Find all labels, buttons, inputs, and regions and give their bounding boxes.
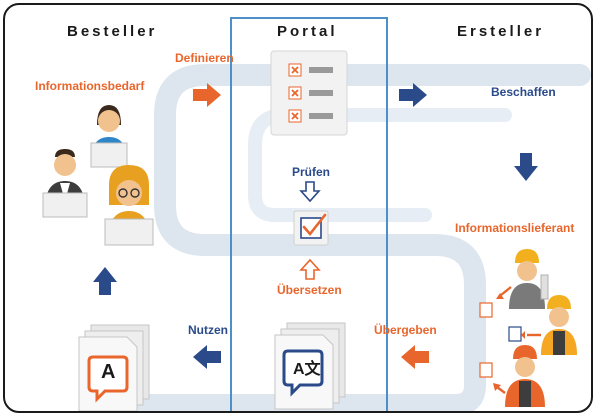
label-uebergeben: Übergeben	[374, 323, 437, 337]
label-uebersetzen: Übersetzen	[277, 283, 342, 297]
worker-female-icon	[541, 295, 577, 355]
arrow-nutzen-icon	[193, 345, 221, 369]
person-woman-laptop-icon	[90, 105, 128, 168]
person-man-laptop-icon	[42, 149, 88, 218]
arrow-down-ersteller-icon	[514, 153, 538, 181]
documents-layer	[78, 322, 346, 411]
arrow-beschaffen-icon	[399, 83, 427, 107]
small-doc-icon-1	[479, 286, 512, 318]
label-pruefen: Prüfen	[292, 165, 331, 179]
label-beschaffen: Beschaffen	[491, 85, 556, 99]
ersteller-workers-icon	[479, 249, 577, 407]
document-stack-a-icon	[78, 324, 150, 411]
arrow-uebergeben-icon	[401, 345, 429, 369]
arrow-up-besteller-icon	[93, 267, 117, 295]
arrow-pruefen-outline-icon	[299, 181, 321, 203]
label-nutzen: Nutzen	[188, 323, 228, 337]
label-informationslieferant: Informationslieferant	[455, 221, 575, 235]
arrow-uebersetzen-outline-icon	[299, 258, 321, 280]
translate-symbol-icon: A文	[293, 361, 321, 378]
column-title-besteller: Besteller	[67, 23, 158, 40]
column-title-ersteller: Ersteller	[457, 23, 545, 40]
worker-male-icon	[509, 249, 549, 309]
check-approved-icon	[293, 210, 329, 246]
portal-column-box	[230, 17, 388, 411]
small-doc-icon-3	[479, 362, 506, 394]
document-stack-translate-icon	[274, 322, 346, 410]
worker-hardhat-icon	[505, 345, 545, 407]
document-letter-a: A	[101, 361, 116, 383]
small-doc-icon-2	[508, 326, 541, 342]
diagram-frame: Besteller Portal Ersteller Definieren In…	[3, 3, 593, 413]
arrows-layer	[93, 83, 538, 369]
label-definieren: Definieren	[175, 51, 234, 65]
label-informationsbedarf: Informationsbedarf	[35, 79, 145, 93]
column-title-portal: Portal	[277, 23, 338, 40]
person-woman-glasses-laptop-icon	[104, 165, 154, 246]
arrow-definieren-icon	[193, 83, 221, 107]
checklist-icon	[270, 50, 348, 136]
besteller-people-icon	[42, 105, 154, 246]
